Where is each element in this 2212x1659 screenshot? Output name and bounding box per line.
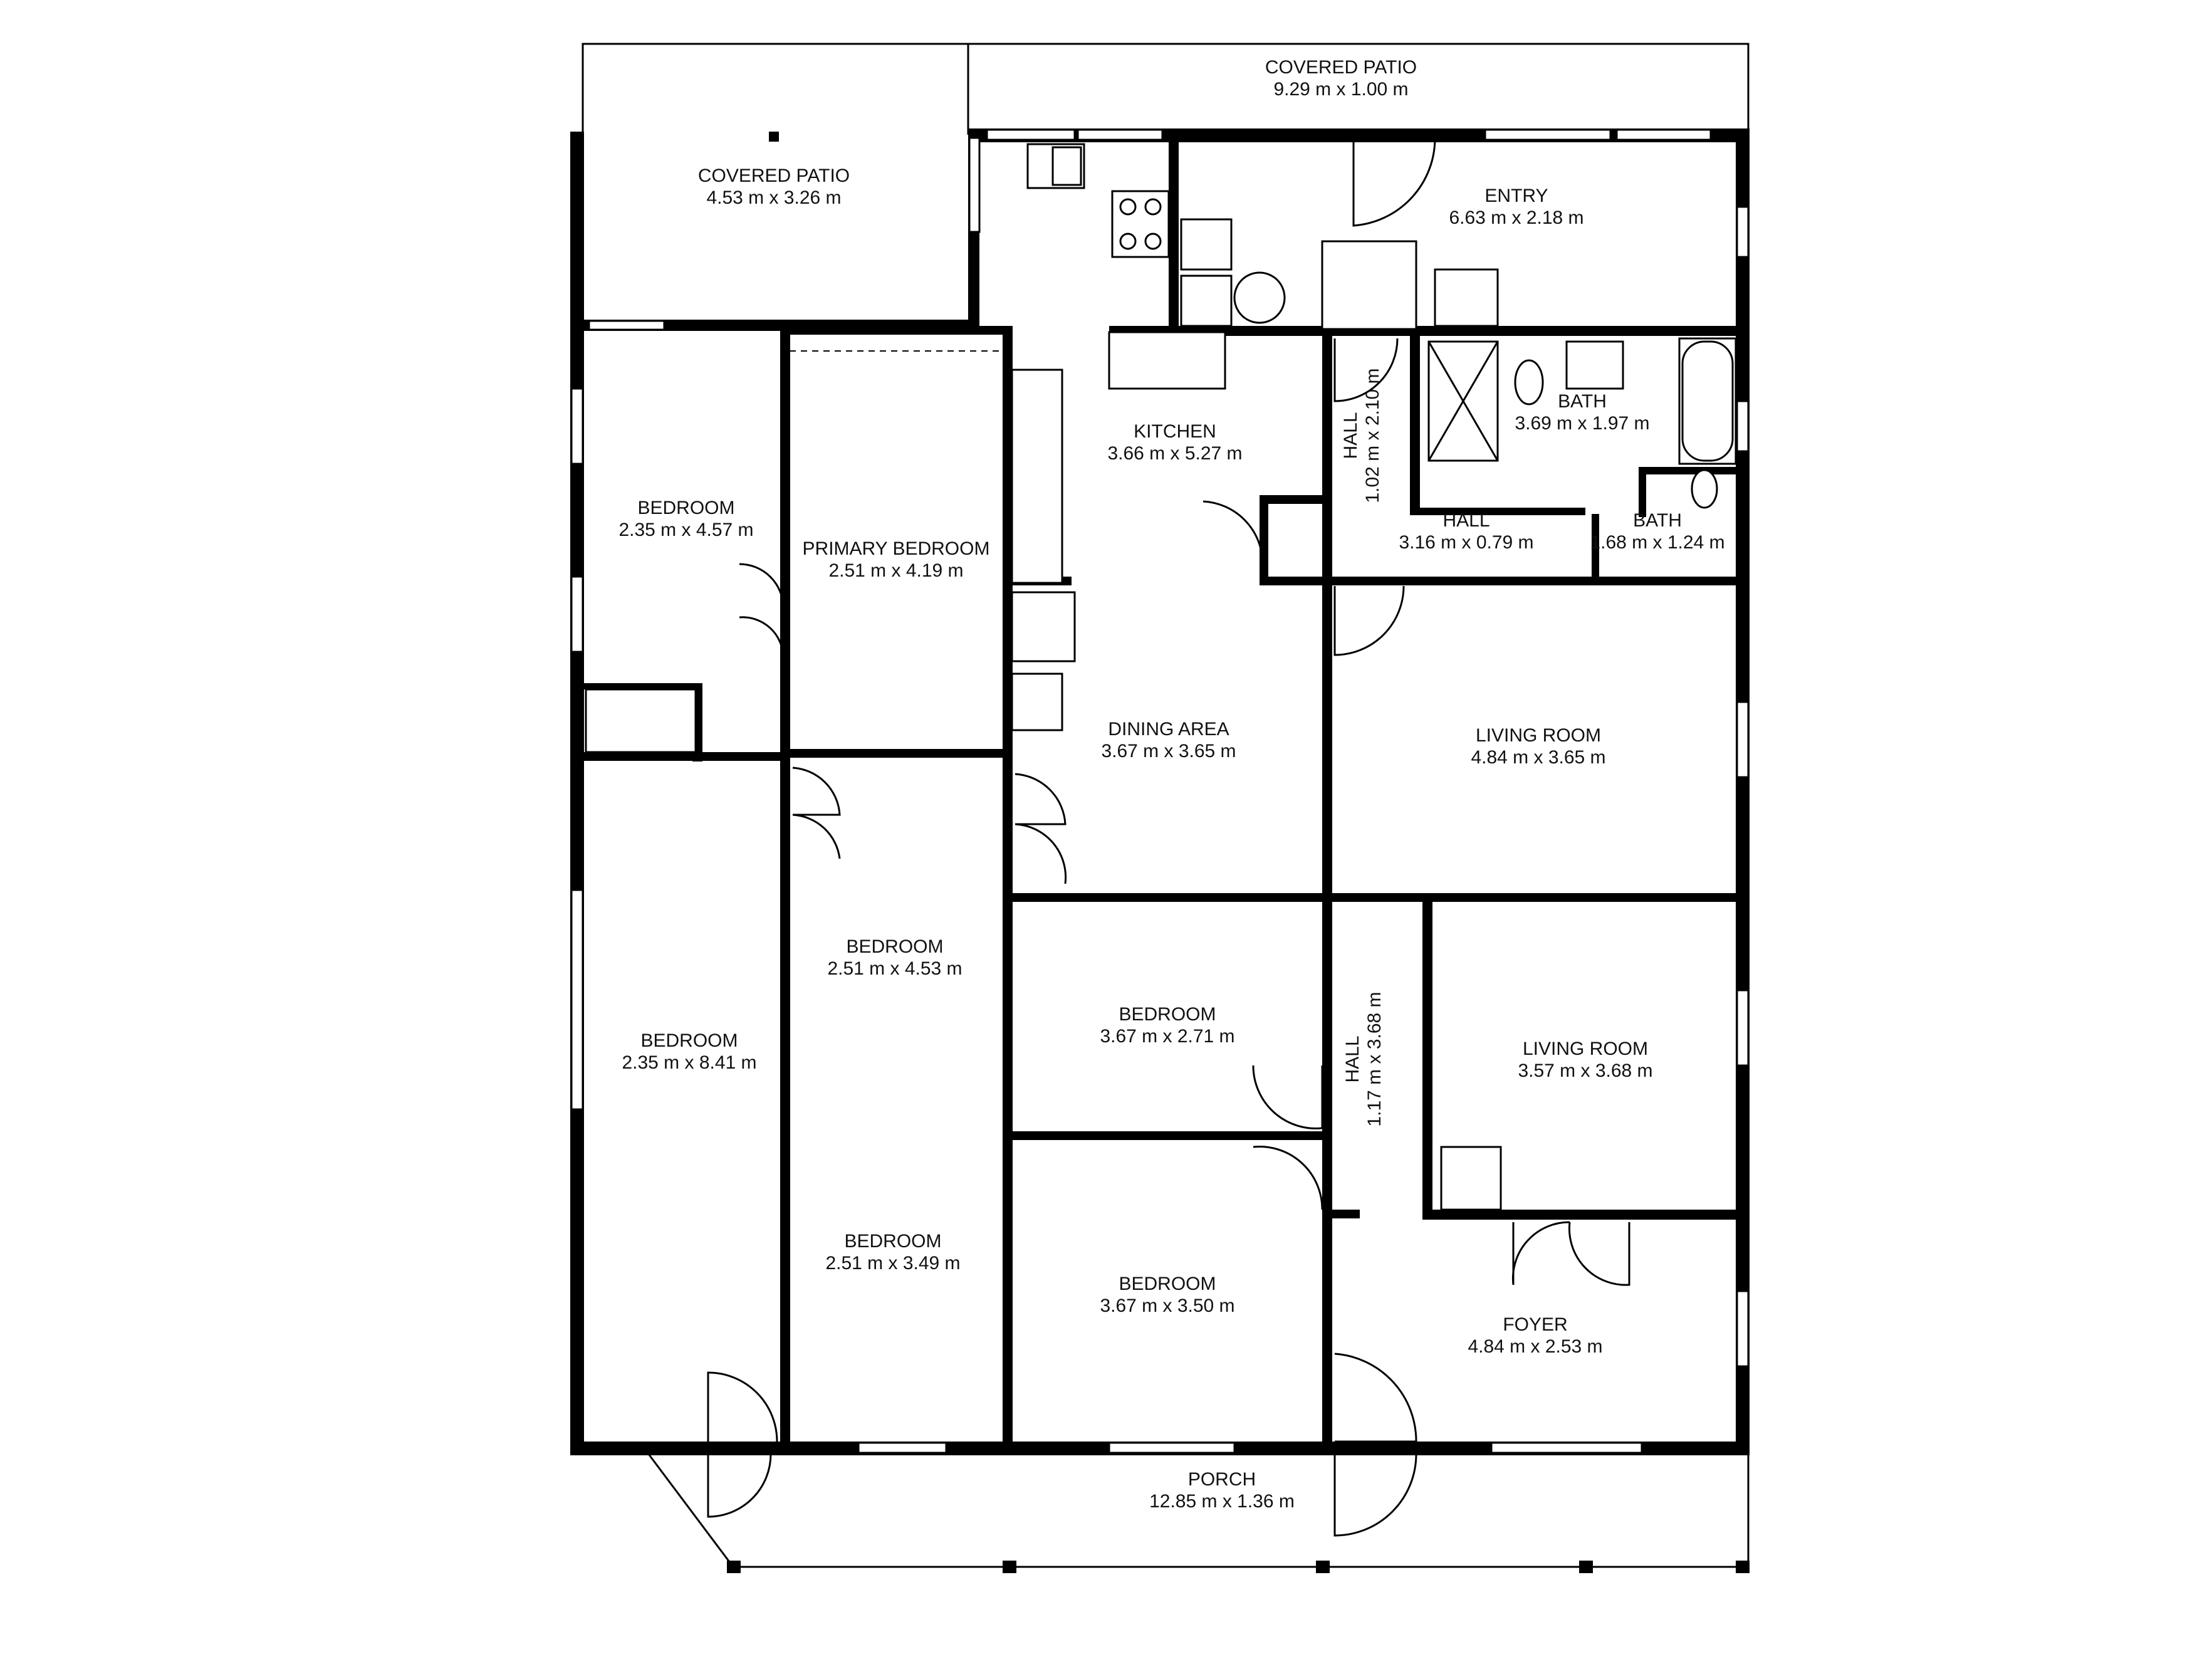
room-dims: 3.69 m x 1.97 m: [1515, 413, 1649, 434]
room-name: ENTRY: [1484, 186, 1548, 206]
room-dims: 3.67 m x 2.71 m: [1100, 1026, 1234, 1047]
room-dims: 6.63 m x 2.18 m: [1449, 207, 1583, 228]
room-dims: 3.67 m x 3.50 m: [1100, 1295, 1234, 1316]
room-name: COVERED PATIO: [698, 165, 850, 186]
room-dims: 4.84 m x 3.65 m: [1471, 747, 1605, 768]
room-dims: 2.51 m x 4.19 m: [828, 560, 963, 581]
room-dims: 4.84 m x 2.53 m: [1468, 1336, 1602, 1357]
room-name: BEDROOM: [640, 1030, 738, 1051]
room-dims: 1.02 m x 2.10 m: [1362, 368, 1383, 503]
room-name: BEDROOM: [637, 498, 734, 518]
room-name: HALL: [1342, 1035, 1363, 1082]
room-dims: 3.57 m x 3.68 m: [1518, 1060, 1652, 1081]
room-dims: 4.53 m x 3.26 m: [706, 187, 841, 208]
room-name: FOYER: [1503, 1314, 1567, 1335]
room-dims: 2.35 m x 4.57 m: [618, 520, 753, 540]
room-dims: 3.16 m x 0.79 m: [1399, 532, 1533, 553]
room-dims: 2.51 m x 3.49 m: [825, 1253, 960, 1274]
room-name: PORCH: [1188, 1469, 1256, 1490]
room-dims: 12.85 m x 1.36 m: [1149, 1491, 1295, 1512]
room-dims: 2.35 m x 8.41 m: [622, 1052, 756, 1073]
room-dims: 3.67 m x 3.65 m: [1101, 741, 1236, 761]
room-name: PRIMARY BEDROOM: [803, 538, 990, 559]
room-dims: 9.29 m x 1.00 m: [1273, 79, 1408, 100]
room-name: BEDROOM: [844, 1231, 941, 1252]
room-name: LIVING ROOM: [1523, 1039, 1648, 1059]
room-name: BEDROOM: [846, 936, 943, 957]
room-name: BEDROOM: [1119, 1274, 1216, 1294]
doors: [707, 137, 1630, 1537]
windows: [570, 128, 1750, 1454]
room-labels: COVERED PATIO 9.29 m x 1.00 m COVERED PA…: [618, 57, 1724, 1512]
room-name: BATH: [1558, 391, 1607, 412]
room-name: DINING AREA: [1108, 719, 1229, 740]
room-name: BATH: [1633, 510, 1682, 531]
fixtures: [585, 143, 1737, 1211]
room-name: HALL: [1442, 510, 1489, 531]
room-dims: 2.51 m x 4.53 m: [827, 958, 962, 979]
room-dims: 1.17 m x 3.68 m: [1364, 992, 1385, 1126]
porch-outline: [647, 1453, 1750, 1573]
room-name: BEDROOM: [1119, 1004, 1216, 1025]
room-name: KITCHEN: [1134, 421, 1216, 442]
room-dims: 3.66 m x 5.27 m: [1107, 443, 1242, 464]
room-name: COVERED PATIO: [1265, 57, 1417, 78]
room-name: LIVING ROOM: [1476, 725, 1601, 746]
room-name: HALL: [1340, 412, 1361, 459]
room-dims: 1.68 m x 1.24 m: [1590, 532, 1724, 553]
